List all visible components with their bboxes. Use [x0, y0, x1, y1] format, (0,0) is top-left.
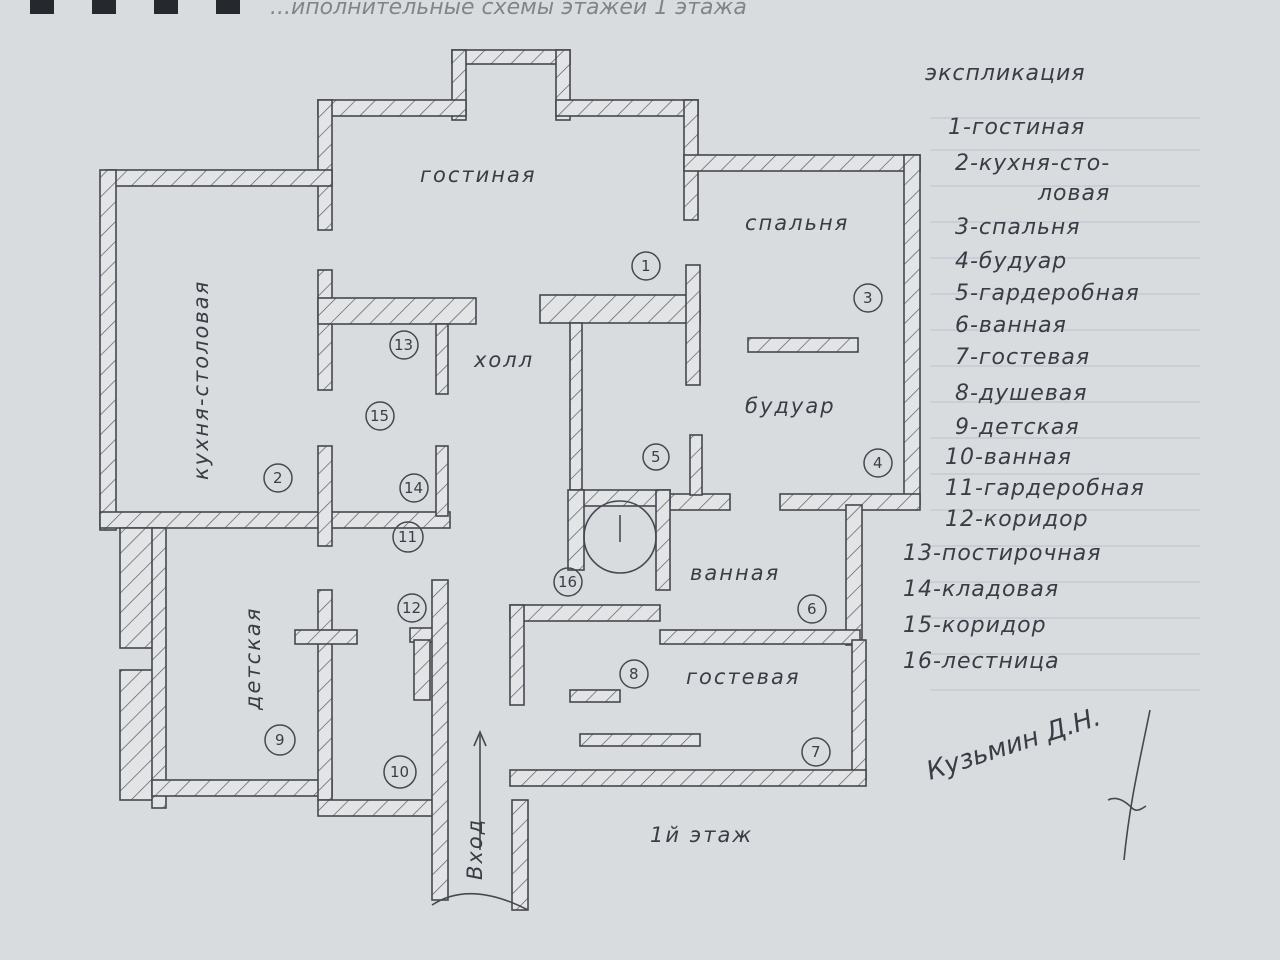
explication-item: 15-коридор — [903, 613, 1047, 638]
room-number-6: 6 — [807, 600, 817, 618]
explication-item: 16-лестница — [903, 649, 1060, 674]
room-boudoir-label: будуар — [745, 394, 836, 418]
room-number-16: 16 — [558, 573, 577, 591]
explication-item: 13-постирочная — [903, 541, 1102, 566]
room-number-4: 4 — [873, 454, 883, 472]
explication-item: 7-гостевая — [955, 345, 1090, 370]
room-bedroom-label: спальня — [745, 211, 849, 235]
explication-item: 1-гостиная — [948, 115, 1085, 140]
spiral-binding — [30, 0, 240, 14]
explication-item: 6-ванная — [955, 313, 1067, 338]
room-number-1: 1 — [641, 257, 651, 275]
explication-item: 8-душевая — [955, 381, 1088, 406]
room-bath-label: ванная — [690, 561, 780, 585]
header-text: ...иполнительные схемы этажей 1 этажа — [270, 0, 747, 20]
room-number-13: 13 — [394, 336, 413, 354]
room-number-8: 8 — [629, 665, 639, 683]
room-number-7: 7 — [811, 743, 821, 761]
explication-item: 2-кухня-сто- — [955, 151, 1110, 176]
room-kitchen-label: кухня-столовая — [189, 280, 213, 480]
room-children-label: детская — [241, 607, 265, 711]
room-guest-label: гостевая — [686, 665, 800, 689]
explication-item: 4-будуар — [955, 249, 1067, 274]
room-number-3: 3 — [863, 289, 873, 307]
room-number-2: 2 — [273, 469, 283, 487]
entrance-label: Вход — [463, 818, 487, 880]
room-number-5: 5 — [651, 448, 661, 466]
room-number-9: 9 — [275, 731, 285, 749]
explication-item: 3-спальня — [955, 215, 1081, 240]
room-number-14: 14 — [404, 479, 423, 497]
room-number-12: 12 — [402, 599, 421, 617]
room-number-11: 11 — [398, 528, 417, 546]
explication-legend: экспликация 1-гостиная 2-кухня-сто- лова… — [903, 61, 1145, 674]
explication-item: 10-ванная — [945, 445, 1072, 470]
room-hall-label: холл — [473, 348, 534, 372]
explication-item: 14-кладовая — [903, 577, 1059, 602]
room-number-marks: 1 2 3 4 5 6 7 8 9 10 11 12 13 14 15 16 — [263, 251, 893, 789]
explication-item: 12-коридор — [945, 507, 1089, 532]
room-number-15: 15 — [370, 407, 389, 425]
floor-plan — [99, 49, 921, 911]
notebook-rules — [930, 117, 1200, 691]
explication-item: 9-детская — [955, 415, 1080, 440]
floor-label: 1й этаж — [650, 823, 753, 847]
explication-item: 11-гардеробная — [945, 476, 1145, 501]
explication-item: 5-гардеробная — [955, 281, 1140, 306]
room-number-10: 10 — [390, 763, 409, 781]
explication-title: экспликация — [925, 61, 1085, 86]
room-living-label: гостиная — [420, 163, 537, 187]
explication-item: ловая — [1037, 181, 1110, 206]
